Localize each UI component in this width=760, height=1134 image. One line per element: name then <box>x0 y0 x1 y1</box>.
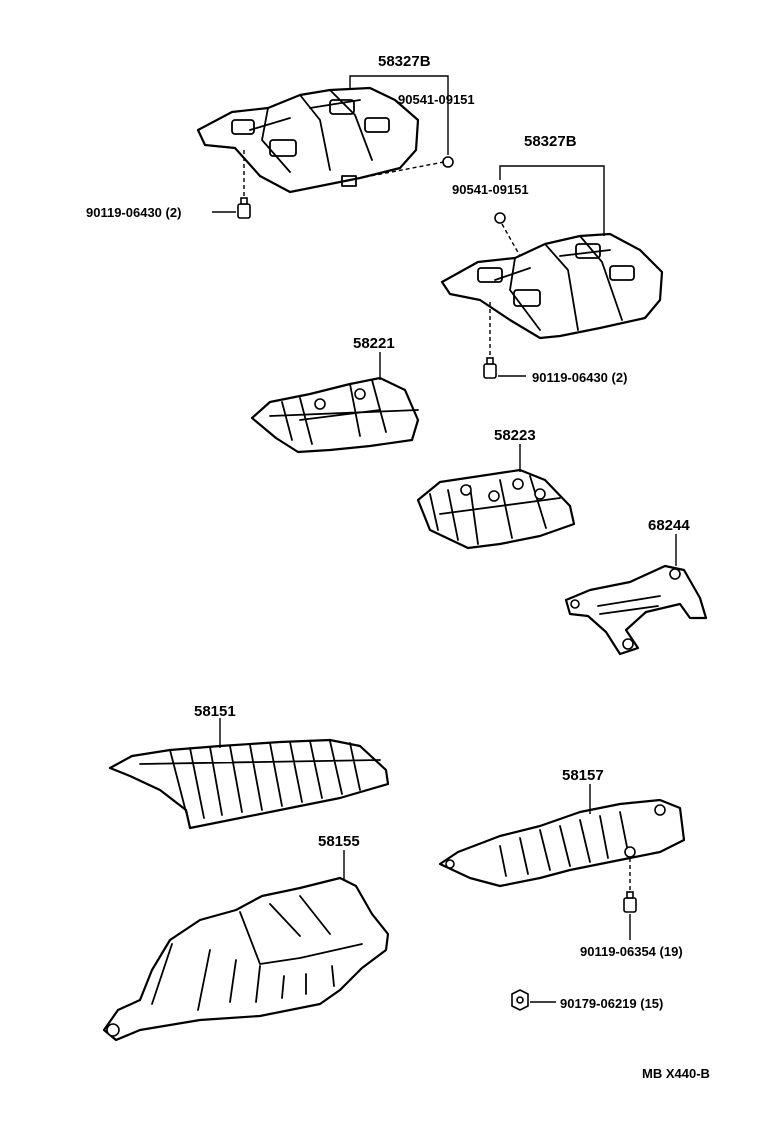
label-58155: 58155 <box>318 833 360 850</box>
clip-90541-lower[interactable] <box>494 212 506 224</box>
label-58327b-rear: 58327B <box>524 133 577 150</box>
leader-58327b-upper <box>349 75 449 155</box>
label-58151: 58151 <box>194 703 236 720</box>
nut-90179-06219[interactable] <box>511 989 529 1011</box>
label-58157: 58157 <box>562 767 604 784</box>
bracket-68244[interactable] <box>564 564 708 656</box>
insulator-58223[interactable] <box>416 468 576 550</box>
insulator-58157[interactable] <box>438 798 686 888</box>
bolt-90119-06430-rear[interactable] <box>483 357 497 379</box>
diagram-id: MB X440-B <box>642 1066 710 1081</box>
label-90541-09151-lower: 90541-09151 <box>452 182 529 197</box>
heat-insulator-58327b-upper[interactable] <box>196 86 420 194</box>
label-68244: 68244 <box>648 517 690 534</box>
label-90119-06430-upper: 90119-06430 (2) <box>86 205 181 220</box>
label-58223: 58223 <box>494 427 536 444</box>
label-90119-06354: 90119-06354 (19) <box>580 944 683 959</box>
heat-insulator-58327b-rear[interactable] <box>440 232 664 340</box>
label-58327b-upper: 58327B <box>378 53 431 70</box>
label-90541-09151-upper: 90541-09151 <box>398 92 475 107</box>
insulator-58151[interactable] <box>108 738 390 830</box>
label-90179-06219: 90179-06219 (15) <box>560 996 663 1011</box>
bolt-90119-06430-upper[interactable] <box>237 197 251 219</box>
label-90119-06430-rear: 90119-06430 (2) <box>532 370 627 385</box>
insulator-58155[interactable] <box>102 876 390 1042</box>
clip-90541-upper[interactable] <box>442 156 454 168</box>
label-58221: 58221 <box>353 335 395 352</box>
insulator-58221[interactable] <box>250 376 420 454</box>
leader-58327b-rear <box>499 165 605 236</box>
bolt-90119-06354[interactable] <box>623 891 637 913</box>
